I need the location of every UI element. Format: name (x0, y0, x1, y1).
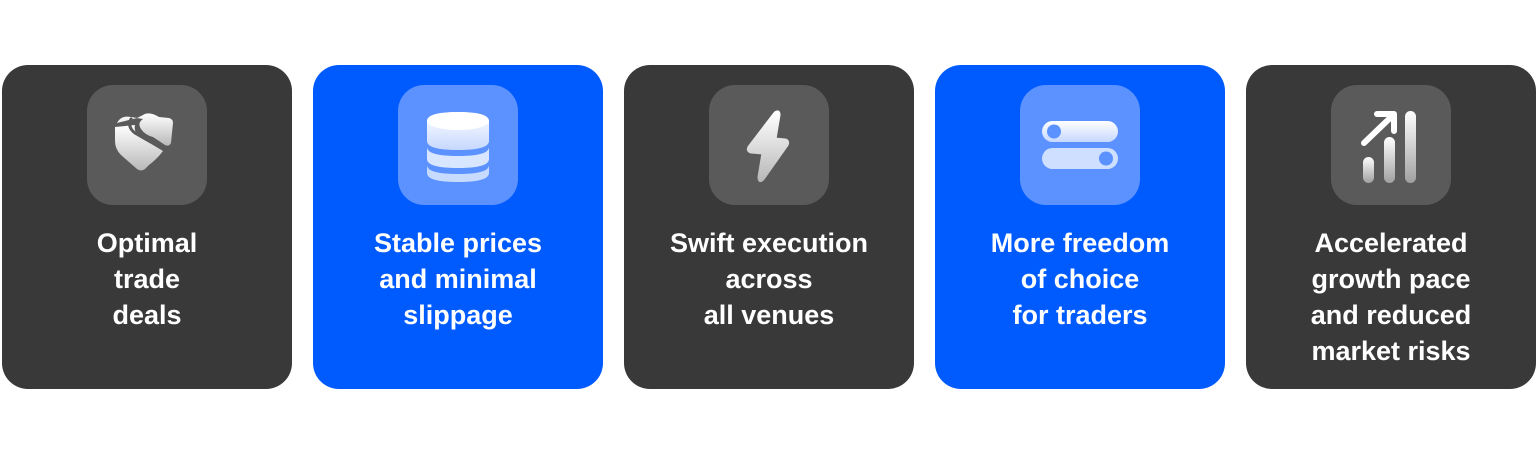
card-title: Swift execution across all venues (669, 228, 869, 330)
toggle-switches-icon (1042, 121, 1118, 169)
handshake-icon (115, 113, 173, 171)
card-accelerated-growth: Accelerated growth pace and reduced mark… (1246, 65, 1536, 389)
card-title: More freedom of choice for traders (990, 228, 1170, 330)
card-title: Accelerated growth pace and reduced mark… (1310, 228, 1472, 366)
icon-tile (398, 85, 518, 205)
icon-tile (709, 85, 829, 205)
icon-tile (1020, 85, 1140, 205)
card-title: Optimal trade deals (96, 228, 198, 330)
card-stable-prices: Stable prices and minimal slippage (313, 65, 603, 389)
growth-chart-icon (1361, 111, 1416, 183)
card-optimal-trade-deals: Optimal trade deals (2, 65, 292, 389)
icon-tile (87, 85, 207, 205)
icon-tile (1331, 85, 1451, 205)
card-title: Stable prices and minimal slippage (373, 228, 543, 330)
card-freedom-of-choice: More freedom of choice for traders (935, 65, 1225, 389)
database-coins-icon (427, 112, 489, 182)
card-swift-execution: Swift execution across all venues (624, 65, 914, 389)
lightning-bolt-icon (746, 110, 790, 183)
benefits-row: Optimal trade deals Stable prices and mi… (2, 65, 1536, 389)
